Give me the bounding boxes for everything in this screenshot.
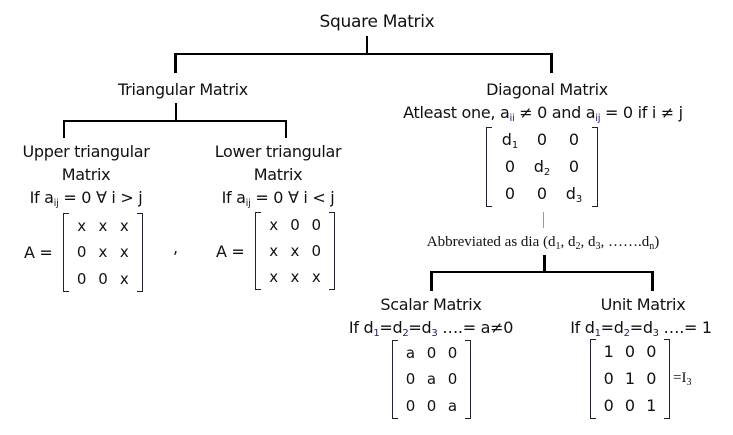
- scalar-title: Scalar Matrix: [380, 295, 482, 314]
- connector-root-branch: [174, 53, 553, 55]
- upper-title-line1: Upper triangular: [22, 142, 150, 161]
- unit-condition: If d1=d2=d3 ….= 1: [570, 318, 712, 339]
- matrix-separator-comma: ,: [173, 238, 178, 257]
- diagonal-condition: Atleast one, aii ≠ 0 and aij = 0 if i ≠ …: [403, 103, 683, 124]
- upper-title-line2: Matrix: [61, 165, 111, 184]
- upper-matrix-label: A =: [24, 243, 53, 262]
- connector-to-lower: [285, 120, 287, 138]
- connector-to-upper: [63, 120, 65, 138]
- connector-abbrev-stem: [543, 255, 546, 273]
- node-triangular-matrix: Triangular Matrix: [118, 80, 248, 99]
- connector-to-scalar: [430, 271, 433, 291]
- unit-identity-notation: =I3: [673, 370, 692, 388]
- upper-condition: If aij = 0 ∀ i > j: [29, 188, 143, 209]
- root-node-square-matrix: Square Matrix: [319, 12, 435, 32]
- unit-title: Unit Matrix: [600, 295, 686, 314]
- connector-triangular-branch: [63, 120, 287, 122]
- connector-to-triangular: [174, 53, 177, 73]
- connector-to-diagonal: [550, 53, 553, 73]
- connector-to-unit: [651, 271, 654, 291]
- lower-title-line1: Lower triangular: [214, 142, 342, 161]
- diagonal-title: Diagonal Matrix: [486, 80, 608, 99]
- diagonal-abbreviation: Abbreviated as dia (d1, d2, d3, …….dn): [426, 234, 660, 252]
- connector-triangular-stem: [175, 103, 177, 122]
- connector-root-stem: [366, 36, 368, 55]
- diagonal-matrix: d1 0 0 0 d2 0 0 0 d3: [486, 127, 598, 207]
- lower-condition: If aij = 0 ∀ i < j: [221, 188, 335, 209]
- lower-matrix-label: A =: [216, 242, 245, 261]
- connector-diagonal-branch: [430, 271, 654, 273]
- lower-title-line2: Matrix: [253, 165, 303, 184]
- connector-diagonal-to-abbrev: [543, 212, 544, 228]
- scalar-condition: If d1=d2=d3 ….= a≠0: [348, 318, 514, 339]
